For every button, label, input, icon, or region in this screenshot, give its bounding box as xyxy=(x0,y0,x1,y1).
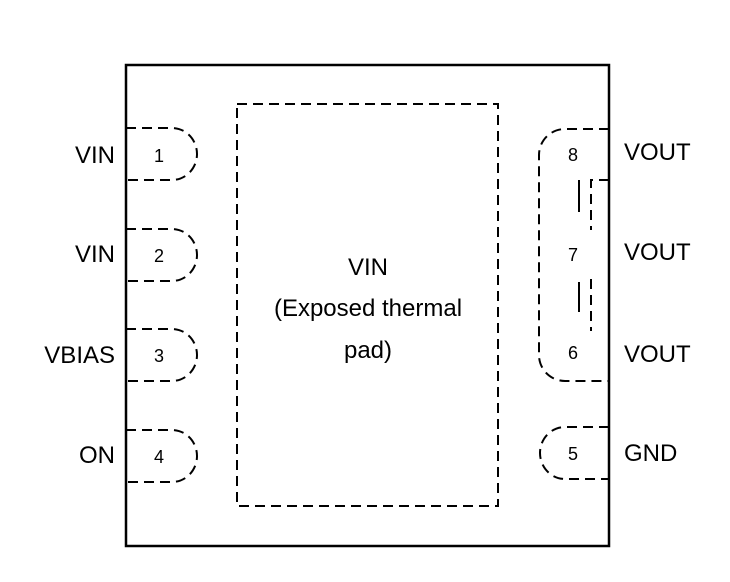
pin-4-number: 4 xyxy=(154,447,164,467)
pin-2: 2 VIN xyxy=(75,228,198,282)
pin-2-name: VIN xyxy=(75,241,115,268)
thermal-pad-outline xyxy=(236,103,499,507)
pin-8: 8 VOUT xyxy=(568,139,691,166)
package-outline xyxy=(124,63,611,548)
pin-5-pad xyxy=(539,426,609,480)
pin-3-pad xyxy=(126,328,198,382)
pin-1-pad xyxy=(126,127,198,181)
pin-8-number: 8 xyxy=(568,145,578,165)
pin-4-pad xyxy=(126,429,198,483)
pin-5-name: GND xyxy=(624,440,677,467)
vout-pad-inner-edge xyxy=(590,179,609,331)
pin-7-name: VOUT xyxy=(624,239,691,266)
pin-4-name: ON xyxy=(79,442,115,469)
pin-5-number: 5 xyxy=(568,444,578,464)
pins-vout-pad xyxy=(538,128,609,382)
pin-5: 5 GND xyxy=(539,426,677,480)
pin-6: 6 VOUT xyxy=(568,341,691,368)
vout-pad-outline xyxy=(538,128,609,382)
pin-1-name: VIN xyxy=(75,142,115,169)
pin-7: 7 VOUT xyxy=(568,239,691,266)
pin-2-number: 2 xyxy=(154,246,164,266)
pin-3: 3 VBIAS xyxy=(44,328,198,382)
pin-3-name: VBIAS xyxy=(44,342,115,369)
pin-4: 4 ON xyxy=(79,429,198,483)
thermal-pad-label-line1: VIN xyxy=(348,254,388,281)
pin-2-pad xyxy=(126,228,198,282)
pin-3-number: 3 xyxy=(154,346,164,366)
pin-1: 1 VIN xyxy=(75,127,198,181)
pin-6-number: 6 xyxy=(568,343,578,363)
thermal-pad-label-line2: (Exposed thermal xyxy=(274,295,462,322)
pin-6-name: VOUT xyxy=(624,341,691,368)
pin-8-name: VOUT xyxy=(624,139,691,166)
pin-7-number: 7 xyxy=(568,245,578,265)
thermal-pad-label-line3: pad) xyxy=(344,337,392,364)
pin-1-number: 1 xyxy=(154,146,164,166)
